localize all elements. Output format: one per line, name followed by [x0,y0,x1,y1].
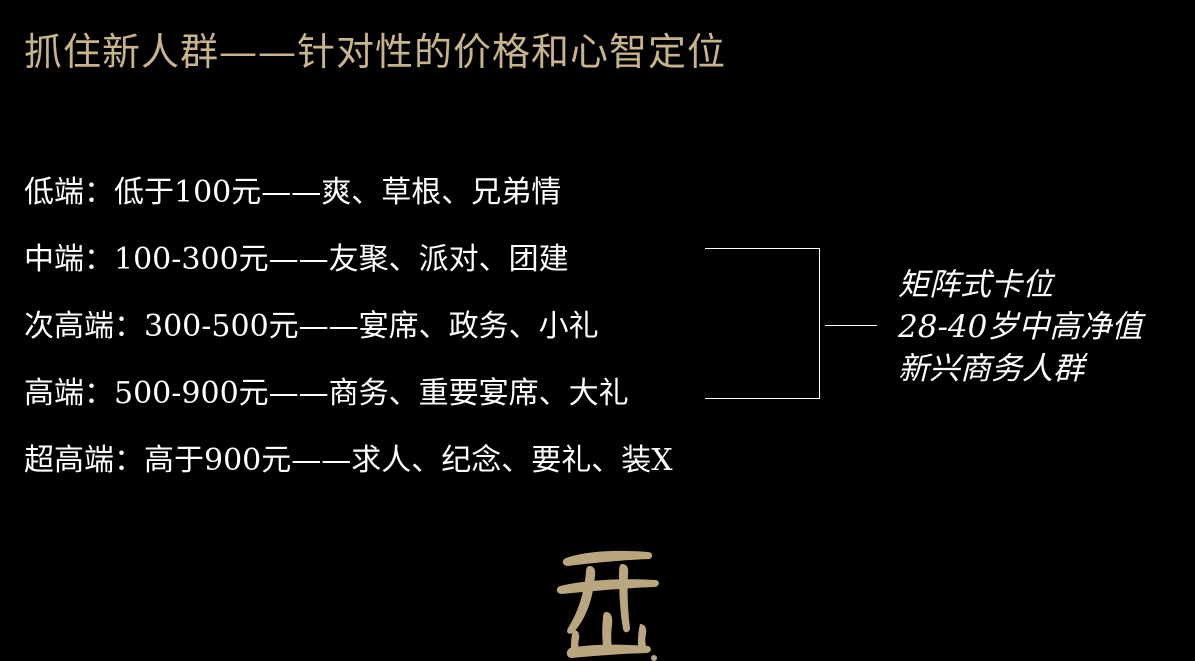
target-group-label: 矩阵式卡位 28-40岁中高净值 新兴商务人群 [898,264,1142,390]
tier-mid: 中端：100-300元——友聚、派对、团建 [24,242,569,277]
target-line-segment: 新兴商务人群 [898,351,1084,387]
target-line-demographic: 28-40岁中高净值 [898,309,1143,345]
slide-title: 抓住新人群——针对性的价格和心智定位 [24,30,727,74]
bracket-connector-line [825,325,877,326]
tier-upper-mid: 次高端：300-500元——宴席、政务、小礼 [24,309,599,344]
target-line-strategy: 矩阵式卡位 [898,267,1053,303]
tier-low: 低端：低于100元——爽、草根、兄弟情 [24,175,562,210]
tier-high: 高端：500-900元——商务、重要宴席、大礼 [24,376,629,411]
tier-ultra-high: 超高端：高于900元——求人、纪念、要礼、装X [24,443,673,478]
kaishan-logo-icon [556,550,659,661]
grouping-bracket [705,248,820,399]
